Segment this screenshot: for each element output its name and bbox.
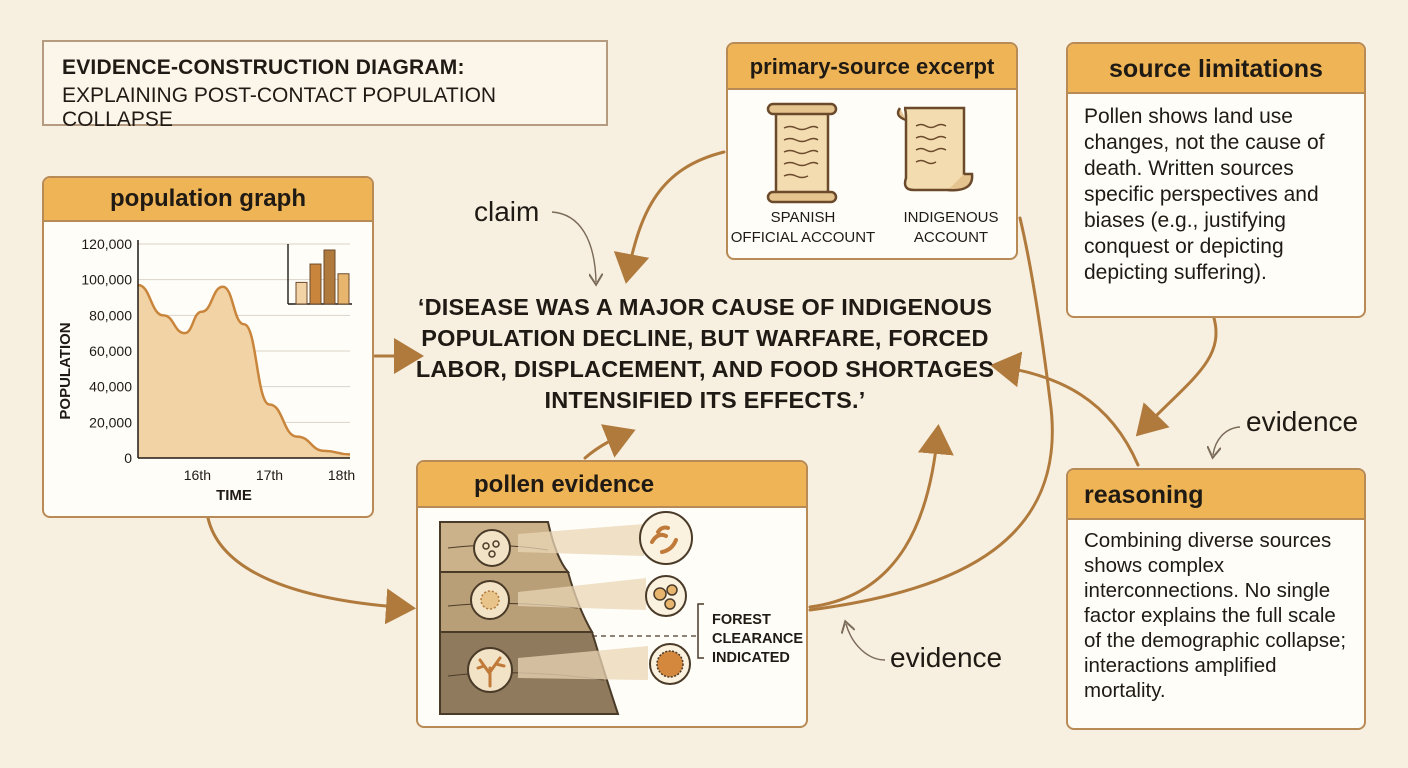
arrow-pollen-to-claim xyxy=(583,424,636,460)
forest-clearance-note-line3: INDICATED xyxy=(712,650,790,666)
indigenous-scroll-icon xyxy=(896,106,974,192)
y-tick-label: 40,000 xyxy=(89,379,132,395)
population-graph-header: population graph xyxy=(44,178,372,222)
arrow-limitations-to-reasoning xyxy=(1135,316,1218,437)
primary-source-header: primary-source excerpt xyxy=(728,44,1016,90)
reasoning-text: Combining diverse sources shows complex … xyxy=(1084,529,1347,702)
inset-bar xyxy=(337,273,350,305)
population-area xyxy=(138,285,350,458)
inset-bar xyxy=(309,263,322,305)
diagram-title: EVIDENCE-CONSTRUCTION DIAGRAM: xyxy=(62,56,465,79)
y-tick-label: 0 xyxy=(124,450,132,466)
reasoning-panel: reasoning Combining diverse sources show… xyxy=(1066,468,1366,730)
evidence-pointer-1 xyxy=(1213,426,1241,455)
x-tick-label: 17th xyxy=(256,467,283,483)
source-limitations-panel: source limitations Pollen shows land use… xyxy=(1066,42,1366,318)
x-tick-label: 18th xyxy=(328,467,355,483)
source-limitations-text: Pollen shows land use changes, not the c… xyxy=(1084,105,1325,284)
indigenous-caption-line1: INDIGENOUS xyxy=(903,209,999,226)
x-tick-label: 16th xyxy=(184,467,211,483)
arrow-reasoning-to-claim xyxy=(990,351,1140,467)
y-axis-label: POPULATION xyxy=(57,322,74,419)
evidence-label-reasoning: evidence xyxy=(1246,406,1359,437)
arrow-source-to-claim xyxy=(613,150,726,284)
source-limitations-header: source limitations xyxy=(1068,44,1364,94)
arrow-pollen-right-to-claim xyxy=(808,424,954,609)
claim-statement: ‘DISEASE WAS A MAJOR CAUSE OF INDIGENOUS… xyxy=(415,294,995,413)
indigenous-caption-line2: ACCOUNT xyxy=(913,229,989,246)
primary-source-panel: primary-source excerpt SPANISH OFFICIAL … xyxy=(726,42,1018,260)
diagram-title-box: EVIDENCE-CONSTRUCTION DIAGRAM: EXPLAININ… xyxy=(42,40,608,131)
spanish-caption-line1: SPANISH xyxy=(770,209,836,226)
forest-clearance-note-line2: CLEARANCE xyxy=(712,631,804,647)
y-tick-label: 120,000 xyxy=(81,236,132,252)
population-chart: 120,000 100,000 80,000 60,000 40,000 20,000 0 1… xyxy=(57,236,355,504)
population-graph-panel: population graph 120,000 100,000 80,000 60,… xyxy=(42,176,374,518)
arrow-pollen-to-primary xyxy=(808,216,1054,612)
spanish-scroll-icon xyxy=(766,102,838,204)
pollen-evidence-panel: pollen evidence FOREST CLEARAN xyxy=(416,460,808,728)
y-tick-label: 20,000 xyxy=(89,414,132,430)
diagram-subtitle: EXPLAINING POST-CONTACT POPULATION COLLA… xyxy=(62,84,497,131)
y-tick-label: 100,000 xyxy=(81,272,132,288)
forest-clearance-note-line1: FOREST xyxy=(712,612,771,628)
claim-label: claim xyxy=(474,196,540,227)
claim-pointer xyxy=(551,211,596,282)
evidence-pointer-2 xyxy=(846,624,886,661)
reasoning-header: reasoning xyxy=(1068,470,1364,520)
arrow-graph-to-pollen xyxy=(206,516,416,625)
spanish-caption-line2: OFFICIAL ACCOUNT xyxy=(730,229,876,246)
y-tick-label: 80,000 xyxy=(89,307,132,323)
evidence-label-pollen: evidence xyxy=(890,642,1003,673)
population-line xyxy=(137,283,351,456)
y-tick-label: 60,000 xyxy=(89,343,132,359)
inset-bar xyxy=(323,249,336,305)
x-axis-label: TIME xyxy=(216,487,252,504)
inset-bar xyxy=(295,281,308,305)
pollen-evidence-header: pollen evidence xyxy=(418,462,806,508)
sediment-core-illustration xyxy=(439,511,704,715)
